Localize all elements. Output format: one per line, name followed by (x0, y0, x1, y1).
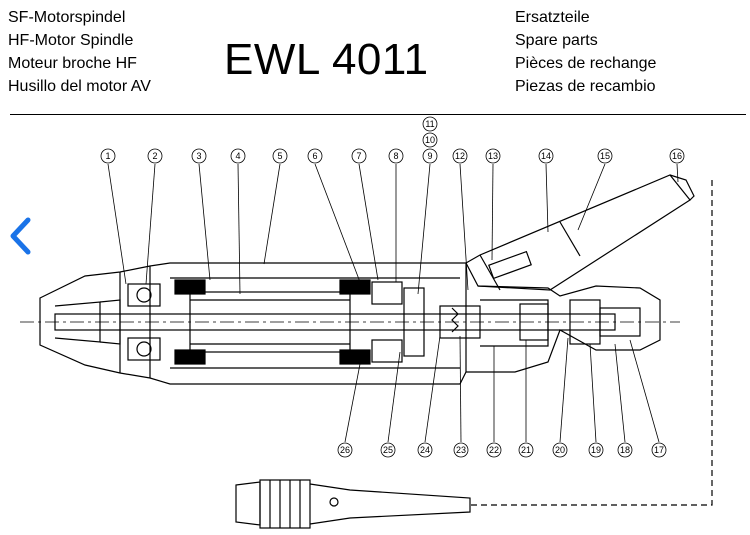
subtitle-en: Spare parts (515, 32, 598, 49)
model-number: EWL 4011 (224, 35, 429, 84)
stator (174, 279, 206, 295)
part-label-25: 25 (383, 445, 393, 455)
part-label-19: 19 (591, 445, 601, 455)
chevron-left-icon (10, 217, 31, 255)
part-label-24: 24 (420, 445, 430, 455)
part-label-1: 1 (105, 151, 110, 161)
header-divider (10, 114, 746, 115)
part-label-14: 14 (541, 151, 551, 161)
part-label-4: 4 (235, 151, 240, 161)
title-fr: Moteur broche HF (8, 55, 137, 72)
header-left-titles: SF-Motorspindel HF-Motor Spindle Moteur … (8, 6, 151, 98)
part-label-9: 9 (427, 151, 432, 161)
part-label-16: 16 (672, 151, 682, 161)
header-right-titles: Ersatzteile Spare parts Pièces de rechan… (515, 6, 656, 98)
part-label-15: 15 (600, 151, 610, 161)
subtitle-de: Ersatzteile (515, 9, 590, 26)
connector-housing (465, 174, 691, 291)
title-en: HF-Motor Spindle (8, 32, 134, 49)
part-label-23: 23 (456, 445, 466, 455)
part-label-21: 21 (521, 445, 531, 455)
subtitle-es: Piezas de recambio (515, 78, 656, 95)
bearing-front (127, 283, 161, 307)
part-label-26: 26 (340, 445, 350, 455)
part-label-13: 13 (488, 151, 498, 161)
part-label-8: 8 (393, 151, 398, 161)
bearing-rear (371, 281, 403, 305)
part-label-17: 17 (654, 445, 664, 455)
part-label-3: 3 (196, 151, 201, 161)
part-label-18: 18 (620, 445, 630, 455)
part-label-22: 22 (489, 445, 499, 455)
previous-page-button[interactable] (4, 214, 38, 258)
part-label-11: 11 (425, 119, 434, 129)
spindle-housing (39, 262, 661, 385)
rotor (189, 291, 351, 353)
part-label-7: 7 (356, 151, 361, 161)
cable-connector (235, 481, 261, 526)
part-label-10: 10 (425, 135, 435, 145)
part-label-5: 5 (277, 151, 282, 161)
part-label-12: 12 (455, 151, 465, 161)
title-de: SF-Motorspindel (8, 9, 126, 26)
title-es: Husillo del motor AV (8, 78, 151, 95)
part-label-6: 6 (312, 151, 317, 161)
part-label-2: 2 (152, 151, 157, 161)
subtitle-fr: Pièces de rechange (515, 55, 657, 72)
part-label-20: 20 (555, 445, 565, 455)
